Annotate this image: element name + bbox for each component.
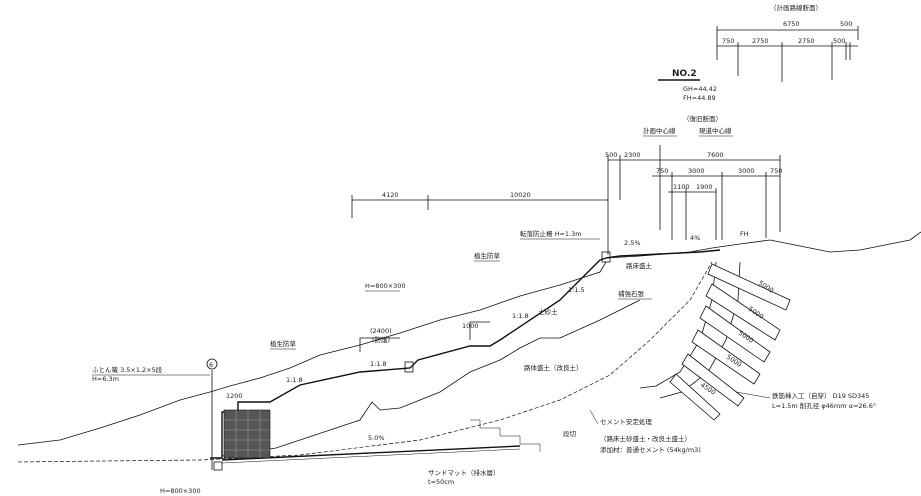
dim-mid-4: 3000 — [688, 167, 705, 175]
slope-ratio-4: 1:1.5 — [568, 286, 585, 294]
slope-pct-label: 2.5% — [624, 239, 641, 247]
cement-additive: 添加材：普通セメント (54kg/m3) — [600, 445, 701, 454]
annotation-labels: 転落防止柵 H=1.3m 2.5% 4% FH 路床盛土 補強石張 土砂土 植生… — [92, 229, 876, 495]
dim-left-0: 4120 — [382, 191, 399, 199]
gabion-height: H=6.3m — [92, 375, 119, 383]
width-1200: 1200 — [226, 392, 243, 400]
stone-label: 補強石張 — [618, 289, 645, 298]
net-label-2: 植生防草 — [270, 339, 297, 348]
berm-note: (防護) — [372, 335, 390, 344]
slope-ratio-1: 1:1.8 — [286, 376, 303, 384]
dim-mid-3: 750 — [656, 167, 668, 175]
slope-ratio-2: 1:1.8 — [370, 360, 387, 368]
sandmat-thick: t=50cm — [428, 478, 454, 486]
top-dimension-block: 6750 750 2750 2750 500 500 （計画路線断面） — [716, 3, 859, 82]
fill-body-label: 路体盛土（改良土） — [524, 363, 583, 372]
dim-mid-0: 500 — [605, 151, 617, 159]
net-label-1: 植生防草 — [474, 251, 501, 260]
step-label: 段切 — [563, 429, 577, 438]
circle-number: 6 — [209, 361, 213, 369]
dim-top-2: 2750 — [752, 37, 769, 45]
dim-left-1: 10020 — [510, 191, 531, 199]
plan-note: （計画路線断面） — [770, 3, 822, 12]
grade-label: 5.0% — [368, 434, 385, 442]
dim-mid-6: 750 — [770, 167, 782, 175]
fh-label: FH — [740, 230, 749, 238]
dim-top-1: 750 — [722, 37, 734, 45]
dim-mid-5: 3000 — [738, 167, 755, 175]
dim-mid-2: 7600 — [707, 151, 724, 159]
cement-note: （路床土砂盛土・改良土盛土） — [600, 434, 691, 443]
anchor-spec: 鉄筋挿入工（自穿） D19 SD345 — [772, 391, 869, 400]
dim-mid-8: 1900 — [696, 183, 713, 191]
dim-mid-7: 1100 — [673, 183, 690, 191]
berm-label: (2400) — [370, 327, 392, 335]
dim-top-total: 6750 — [783, 20, 800, 28]
restore-note: （復旧断面） — [683, 114, 722, 123]
dim-mid-1: 2300 — [624, 151, 641, 159]
pave-fill-label: 路床盛土 — [626, 261, 653, 270]
hq-label: H=800×300 — [365, 282, 406, 290]
left-dimension-block: 4120 10020 — [351, 191, 608, 218]
elevation-fh: FH=44.89 — [683, 94, 716, 102]
dim-top-3: 2750 — [798, 37, 815, 45]
cut-pct-label: 4% — [690, 234, 700, 242]
gabion-block: 6 — [206, 358, 271, 471]
dim-top-4: 500 — [833, 37, 845, 45]
soil-nail-anchors: 5000 5000 5000 5000 4500 — [639, 261, 791, 421]
soil-label: 土砂土 — [538, 307, 558, 316]
current-center-label: 現道中心線 — [699, 126, 732, 135]
hq-label-2: H=800×300 — [160, 487, 201, 495]
gabion-label: ふとん篭 3.5×1.2×5段 — [92, 365, 163, 374]
cement-label: セメント安定処理 — [600, 417, 652, 426]
section-no: NO.2 — [672, 69, 697, 79]
fence-label: 転落防止柵 H=1.3m — [520, 229, 582, 238]
sandmat-label: サンドマット（排水層） — [428, 468, 500, 477]
mid-dimension-block: 500 2300 7600 750 3000 3000 750 1100 190… — [605, 145, 782, 255]
slope-profile — [17, 231, 921, 464]
elevation-gh: GH=44.42 — [683, 85, 717, 93]
width-1000: 1000 — [462, 322, 479, 330]
slope-ratio-3: 1:1.8 — [512, 312, 529, 320]
dim-top-5: 500 — [840, 20, 852, 28]
road-center-label: 計画中心線 — [643, 126, 676, 135]
anchor-spec-2: L=1.5m 削孔径 φ46mm α=26.6° — [772, 401, 876, 410]
section-title: NO.2 GH=44.42 FH=44.89 （復旧断面） 計画中心線 現道中心… — [643, 69, 733, 137]
